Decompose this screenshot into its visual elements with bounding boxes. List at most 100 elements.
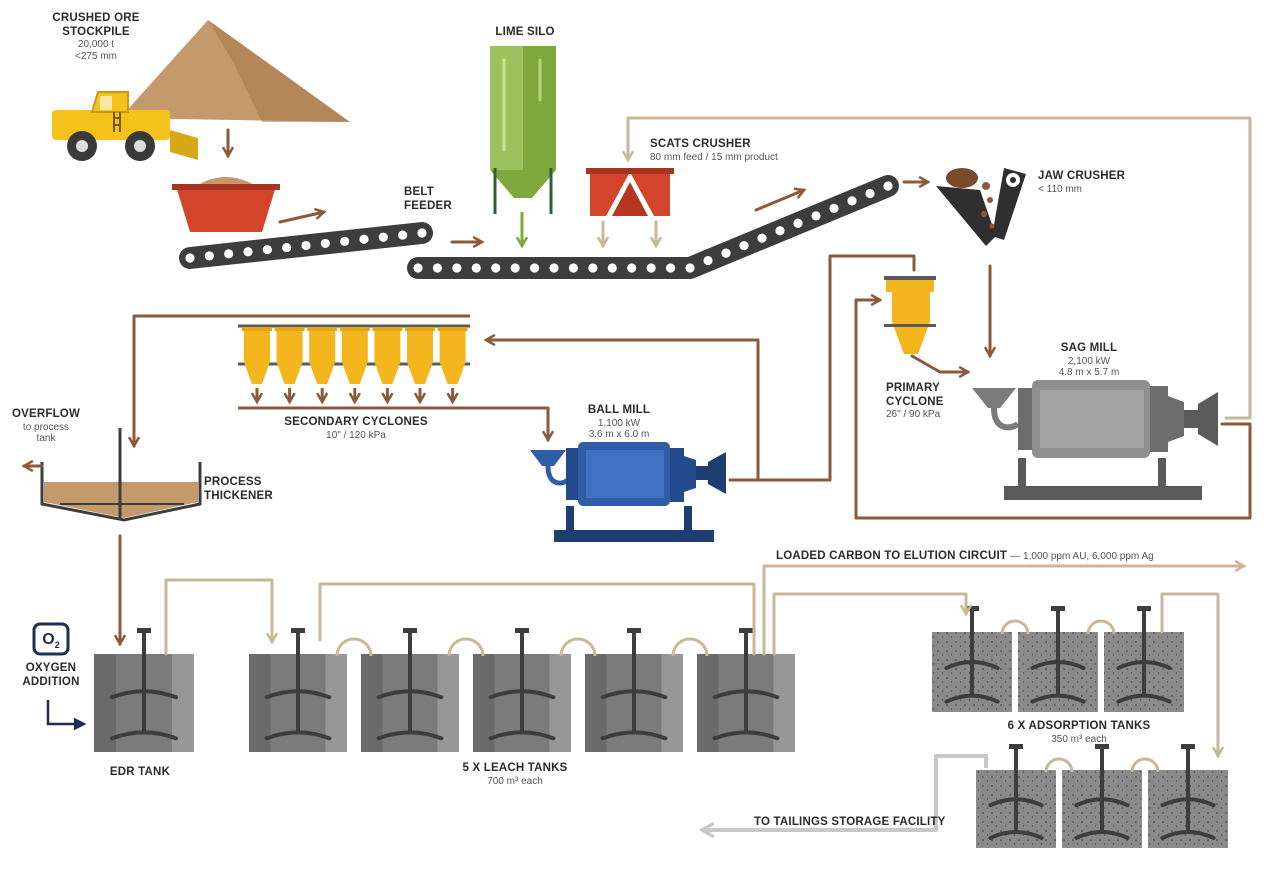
oxygen-icon [32, 622, 70, 656]
conveyor-roller [320, 238, 330, 249]
jaw-crusher-label: JAW CRUSHER < 110 mm [1038, 170, 1148, 195]
sag-mill-power: 2,100 kW [1067, 355, 1111, 367]
tank-overflow-connector [1044, 757, 1074, 773]
ball-mill [530, 442, 726, 542]
lime-silo-title: LIME SILO [495, 26, 555, 38]
leach-tank [473, 628, 571, 752]
stockpile-title: STOCKPILE [62, 25, 130, 38]
conveyor-roller [627, 263, 637, 273]
jaw-crusher-spec: < 110 mm [1038, 183, 1082, 195]
conveyor-roller [398, 230, 408, 240]
tailings-title: TO TAILINGS STORAGE FACILITY [754, 816, 946, 828]
conveyor-roller [452, 263, 462, 273]
lime-silo-label: LIME SILO [480, 26, 570, 40]
ball-mill-power: 1,100 kW [597, 417, 641, 429]
conveyor-roller [340, 236, 350, 246]
belt-feeder-label: BELT FEEDER [404, 186, 464, 213]
loaded-carbon-label: LOADED CARBON TO ELUTION CIRCUIT — 1,000… [776, 550, 1154, 562]
adsorption-tank [1148, 744, 1228, 848]
leach-tanks-title: 5 X LEACH TANKS [462, 762, 568, 774]
stockpile [120, 20, 350, 122]
edr-tank-label: EDR TANK [100, 766, 180, 780]
conveyor-roller [775, 226, 785, 236]
ball-mill-size: 3.6 m x 6.0 m [588, 429, 650, 441]
belt-feeder-title-1: BELT [404, 186, 434, 198]
wheel-loader-icon [52, 91, 198, 161]
conveyor-roller [282, 242, 292, 253]
tank-overflow-connector [1086, 619, 1116, 635]
primary-cyclone-spec: 26" / 90 kPa [886, 409, 941, 421]
conveyor-roller [262, 245, 272, 255]
conveyor-roller [549, 263, 559, 273]
adsorption-tank [932, 606, 1012, 712]
secondary-cyclones-title: SECONDARY CYCLONES [284, 416, 428, 428]
adsorption-tank [976, 744, 1056, 848]
conveyor-roller [432, 263, 443, 273]
secondary-cyclones-label: SECONDARY CYCLONES 10" / 120 kPa [276, 416, 436, 441]
stockpile-capacity: 20,000 t [77, 39, 115, 51]
edr-tank-title: EDR TANK [109, 766, 171, 778]
conveyor-roller [883, 181, 893, 191]
conveyor-roller [529, 263, 540, 273]
conveyor-roller [793, 218, 803, 228]
conveyor-roller [646, 263, 656, 273]
tailings-label: TO TAILINGS STORAGE FACILITY [754, 816, 946, 828]
conveyor-roller [703, 255, 713, 266]
secondary-cyclone-unit [242, 327, 272, 384]
crushed-ore-title: CRUSHED ORE [52, 12, 140, 24]
tank-overflow-connector [1000, 619, 1030, 635]
overflow-title: OVERFLOW [11, 408, 81, 420]
oxygen-title-2: ADDITION [22, 675, 80, 688]
process-thickener [40, 428, 202, 522]
belt-feeder-title-2: FEEDER [404, 199, 452, 212]
primary-cyclone-label: PRIMARY CYCLONE 26" / 90 kPa [886, 382, 966, 421]
overflow-spec-1: to process [22, 421, 70, 433]
secondary-cyclone-unit [372, 327, 403, 384]
jaw-crusher-title: JAW CRUSHER [1038, 170, 1126, 182]
sag-mill-label: SAG MILL 2,100 kW 4.8 m x 5.7 m [1044, 342, 1134, 379]
scats-crusher-title: SCATS CRUSHER [650, 138, 751, 150]
conveyor-roller [301, 240, 311, 251]
tank-overflow-connector [335, 637, 373, 657]
conveyor-roller [739, 241, 749, 251]
scats-crusher [586, 168, 674, 216]
conveyor-roller [417, 228, 427, 238]
conveyor-roller [568, 263, 579, 273]
oxygen-addition-label: OXYGEN ADDITION [16, 662, 86, 689]
oxygen-symbol-subscript: 2 [54, 640, 60, 651]
loaded-carbon-title: LOADED CARBON TO ELUTION CIRCUIT [776, 550, 1008, 562]
secondary-cyclone-unit [437, 327, 468, 384]
secondary-cyclone-unit [405, 327, 435, 384]
conveyor-roller [811, 211, 821, 221]
process-thickener-label: PROCESS THICKENER [204, 476, 284, 503]
overflow-label: OVERFLOW to process tank [8, 408, 84, 445]
conveyor-roller [359, 234, 369, 244]
tailings-flow-line [698, 754, 988, 839]
tank-overflow-connector [559, 637, 597, 657]
conveyor-roller [829, 203, 839, 213]
leach-tank [249, 628, 347, 752]
conveyor-roller [510, 263, 520, 273]
secondary-cyclone-unit [339, 327, 370, 384]
adsorption-tanks-spec: 350 m³ each [1051, 733, 1107, 745]
tank-overflow-connector [671, 637, 709, 657]
loaded-carbon-spec: — 1,000 ppm AU, 6,000 ppm Ag [1010, 551, 1154, 562]
conveyor-roller [185, 253, 195, 263]
process-thickener-title-2: THICKENER [204, 489, 273, 502]
process-thickener-title-1: PROCESS [204, 476, 262, 488]
recycle-flow-lines [164, 116, 1252, 759]
conveyor-roller [607, 263, 617, 273]
adsorption-tanks-label: 6 X ADSORPTION TANKS 350 m³ each [994, 720, 1164, 745]
primary-cyclone-title-1: PRIMARY [886, 382, 941, 394]
sag-mill [972, 380, 1218, 500]
conveyor-roller [413, 263, 423, 273]
oxygen-flow-arrow [46, 700, 87, 731]
secondary-cyclone-unit [274, 327, 305, 384]
leach-tanks-spec: 700 m³ each [487, 775, 543, 787]
lime-silo [490, 46, 556, 214]
conveyor-roller [665, 263, 676, 273]
conveyor-roller [224, 249, 234, 259]
adsorption-tank [1062, 744, 1142, 848]
conveyor-roller [588, 263, 598, 273]
